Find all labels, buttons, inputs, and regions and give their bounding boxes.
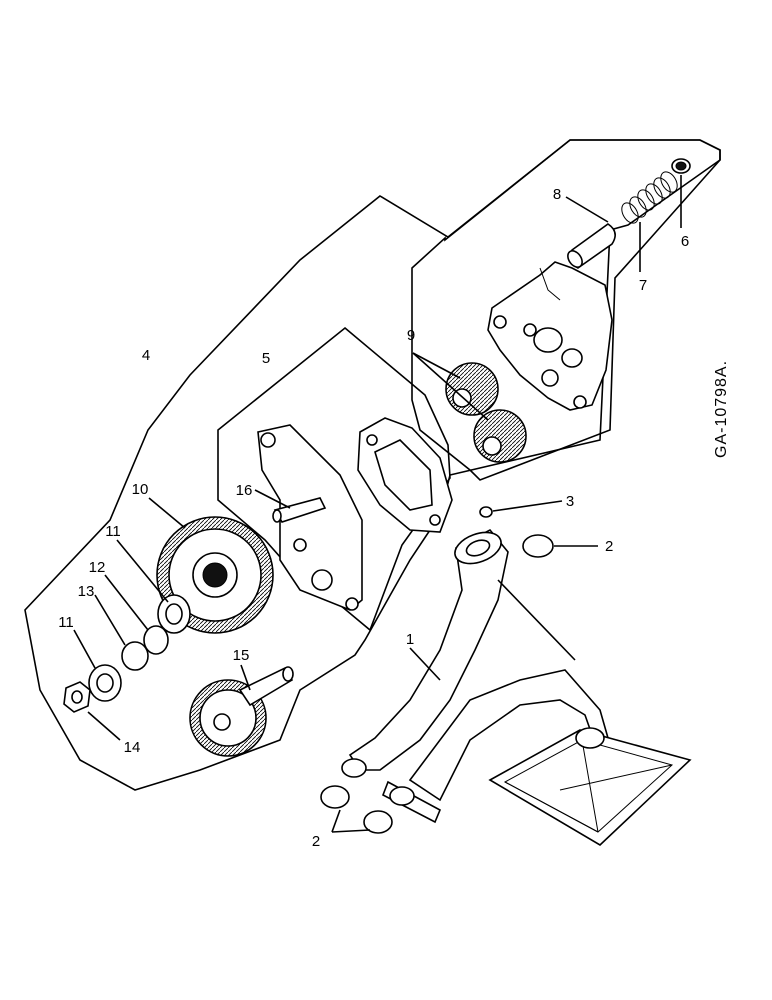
callout-13: 13 [78,583,95,600]
figure-code: GA-10798A. [713,360,730,458]
callout-8: 8 [553,186,561,203]
snap-ring-part [143,625,169,655]
callout-3: 3 [566,493,574,510]
callout-9: 9 [407,327,415,344]
callout-10: 10 [132,481,149,498]
drive-gear-part [189,666,294,757]
callout-16: 16 [236,482,253,499]
seal-ring-lower-left-part [320,785,350,809]
o-ring-small-part [479,506,493,518]
callout-6: 6 [681,233,689,250]
callout-14: 14 [124,739,141,756]
spacer-part [121,641,149,671]
callout-4: 4 [142,347,150,364]
callout-2-lower: 2 [312,833,320,850]
pump-cover-part [487,261,613,411]
valve-bracket-outline [411,139,721,481]
nut-part [63,681,91,713]
callout-11-upper: 11 [105,523,121,540]
spring-part [621,171,678,224]
callout-2-upper: 2 [605,538,613,555]
callout-1: 1 [406,631,414,648]
pump-body-part [257,424,363,611]
pump-gears-part [445,362,527,463]
seal-ring-upper-part [522,534,554,558]
leader-lines [73,175,682,833]
callout-15: 15 [233,647,250,664]
callout-7: 7 [639,277,647,294]
pump-gasket-part [357,417,453,533]
callout-5: 5 [262,350,270,367]
callout-11-lower: 11 [58,614,74,631]
pump-body-bracket-outline [217,326,451,632]
bearing-upper-part [157,594,191,634]
bearing-lower-part [88,664,122,702]
seal-ring-lower-right-part [363,810,393,834]
callout-12: 12 [89,559,106,576]
plunger-part [567,223,616,269]
suction-tube-strainer-part [341,528,692,846]
plug-part [671,158,691,174]
